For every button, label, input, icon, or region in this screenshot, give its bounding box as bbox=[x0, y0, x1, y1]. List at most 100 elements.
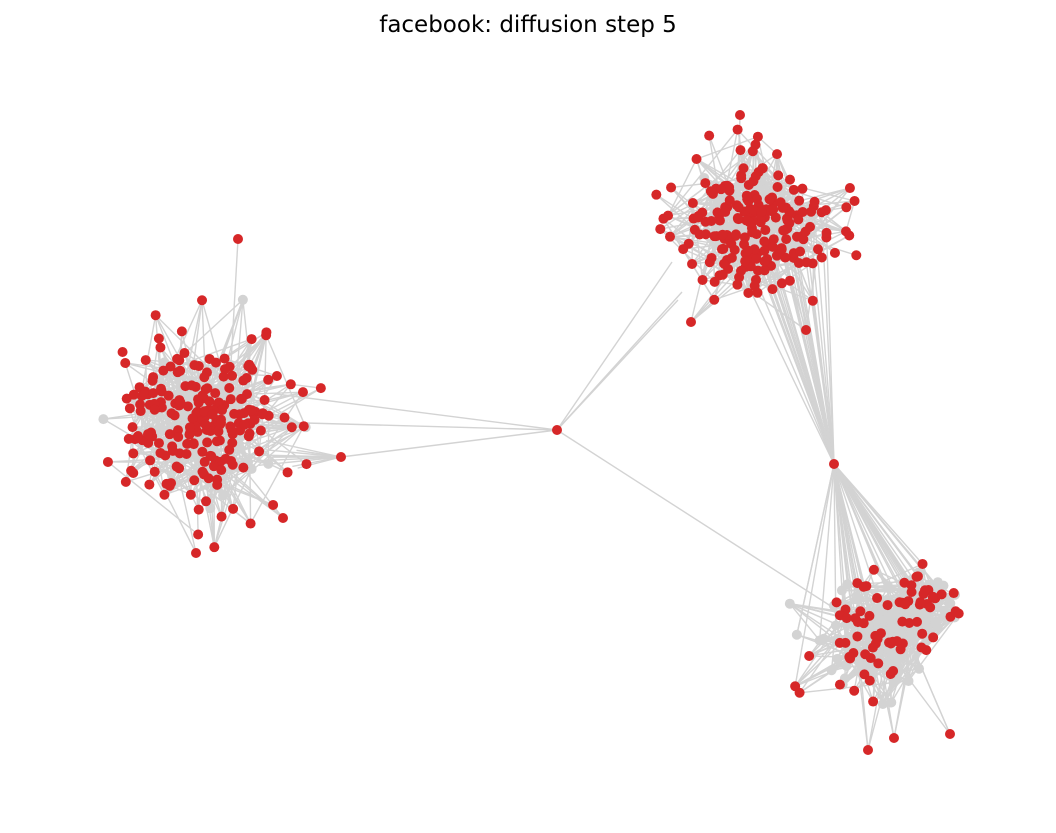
graph-node-infected bbox=[211, 436, 222, 447]
graph-node-infected bbox=[179, 347, 190, 358]
graph-edge bbox=[556, 429, 841, 613]
graph-node-infected bbox=[759, 256, 770, 267]
graph-node-infected bbox=[207, 409, 218, 420]
graph-node-infected bbox=[193, 394, 204, 405]
graph-node-infected bbox=[175, 397, 186, 408]
graph-node-infected bbox=[915, 597, 926, 608]
graph-node-infected bbox=[816, 252, 827, 263]
graph-node-infected bbox=[218, 371, 229, 382]
graph-node-infected bbox=[773, 170, 784, 181]
graph-node-infected bbox=[735, 265, 746, 276]
graph-node-infected bbox=[748, 205, 759, 216]
graph-node-infected bbox=[916, 642, 927, 653]
graph-node-susceptible bbox=[886, 648, 897, 659]
graph-node-infected bbox=[155, 447, 166, 458]
graph-node-infected bbox=[831, 597, 842, 608]
graph-node-infected bbox=[204, 353, 215, 364]
graph-node-infected bbox=[864, 675, 875, 686]
graph-node-infected bbox=[246, 405, 257, 416]
graph-node-infected bbox=[775, 197, 786, 208]
graph-node-susceptible bbox=[914, 663, 925, 674]
graph-node-infected bbox=[889, 733, 899, 743]
graph-node-infected bbox=[886, 638, 897, 649]
graph-node-infected bbox=[882, 600, 893, 611]
graph-node-susceptible bbox=[886, 697, 897, 708]
graph-node-infected bbox=[840, 637, 851, 648]
graph-node-susceptible bbox=[888, 677, 899, 688]
graph-node-infected bbox=[193, 529, 204, 540]
graph-node-infected bbox=[793, 214, 804, 225]
graph-node-infected bbox=[759, 236, 770, 247]
graph-edge bbox=[556, 261, 673, 431]
graph-node-infected bbox=[159, 489, 170, 500]
graph-node-susceptible bbox=[892, 655, 903, 666]
graph-node-infected bbox=[188, 439, 199, 450]
graph-edge bbox=[692, 218, 738, 286]
graph-node-infected bbox=[743, 179, 754, 190]
graph-node-infected bbox=[829, 247, 840, 258]
graph-node-infected bbox=[794, 195, 805, 206]
graph-node-infected bbox=[209, 542, 220, 553]
graph-node-susceptible bbox=[932, 622, 943, 633]
graph-node-infected bbox=[257, 409, 268, 420]
graph-node-infected bbox=[208, 461, 219, 472]
graph-node-infected bbox=[148, 388, 159, 399]
graph-node-infected bbox=[254, 446, 265, 457]
graph-edge bbox=[736, 129, 750, 186]
graph-node-infected bbox=[199, 406, 210, 417]
graph-edge bbox=[825, 210, 835, 465]
graph-edge bbox=[833, 463, 951, 735]
graph-edge bbox=[262, 391, 304, 414]
graph-node-infected bbox=[782, 215, 793, 226]
graph-node-infected bbox=[950, 606, 961, 617]
graph-node-susceptible bbox=[877, 698, 888, 709]
graph-node-infected bbox=[212, 479, 223, 490]
graph-node-infected bbox=[226, 425, 237, 436]
graph-edge bbox=[556, 291, 683, 431]
graph-node-infected bbox=[186, 380, 197, 391]
graph-edge bbox=[737, 129, 795, 191]
graph-node-infected bbox=[719, 258, 730, 269]
graph-node-infected bbox=[666, 182, 677, 193]
graph-edge bbox=[833, 463, 869, 751]
graph-edge bbox=[702, 279, 738, 286]
graph-node-susceptible bbox=[818, 633, 829, 644]
graph-node-infected bbox=[268, 499, 279, 510]
graph-edge bbox=[265, 439, 342, 458]
graph-node-infected bbox=[140, 355, 151, 366]
graph-node-infected bbox=[182, 401, 193, 412]
graph-node-infected bbox=[181, 449, 192, 460]
graph-node-infected bbox=[751, 253, 762, 264]
graph-node-infected bbox=[759, 265, 770, 276]
graph-node-infected bbox=[784, 275, 795, 286]
graph-node-infected bbox=[216, 465, 227, 476]
graph-edge bbox=[799, 187, 851, 252]
graph-node-infected bbox=[948, 588, 959, 599]
graph-node-infected bbox=[204, 396, 215, 407]
graph-node-infected bbox=[772, 149, 783, 160]
graph-node-infected bbox=[216, 417, 227, 428]
graph-node-infected bbox=[849, 685, 860, 696]
graph-edge bbox=[794, 463, 835, 687]
graph-node-infected bbox=[813, 244, 824, 255]
graph-node-infected bbox=[750, 171, 761, 182]
graph-node-infected bbox=[135, 399, 146, 410]
graph-node-infected bbox=[700, 178, 711, 189]
graph-edge bbox=[263, 335, 267, 401]
graph-node-infected bbox=[785, 174, 796, 185]
graph-node-infected bbox=[873, 658, 884, 669]
graph-edge bbox=[290, 383, 321, 389]
graph-node-infected bbox=[228, 503, 239, 514]
graph-node-infected bbox=[655, 224, 666, 235]
graph-node-susceptible bbox=[853, 593, 864, 604]
graph-node-infected bbox=[174, 463, 185, 474]
graph-node-infected bbox=[219, 364, 230, 375]
graph-node-infected bbox=[768, 204, 779, 215]
graph-node-infected bbox=[145, 455, 156, 466]
graph-node-infected bbox=[220, 453, 231, 464]
graph-node-infected bbox=[717, 269, 728, 280]
graph-node-infected bbox=[153, 438, 164, 449]
graph-node-infected bbox=[691, 154, 702, 165]
graph-node-infected bbox=[704, 130, 715, 141]
graph-edge bbox=[833, 463, 878, 637]
